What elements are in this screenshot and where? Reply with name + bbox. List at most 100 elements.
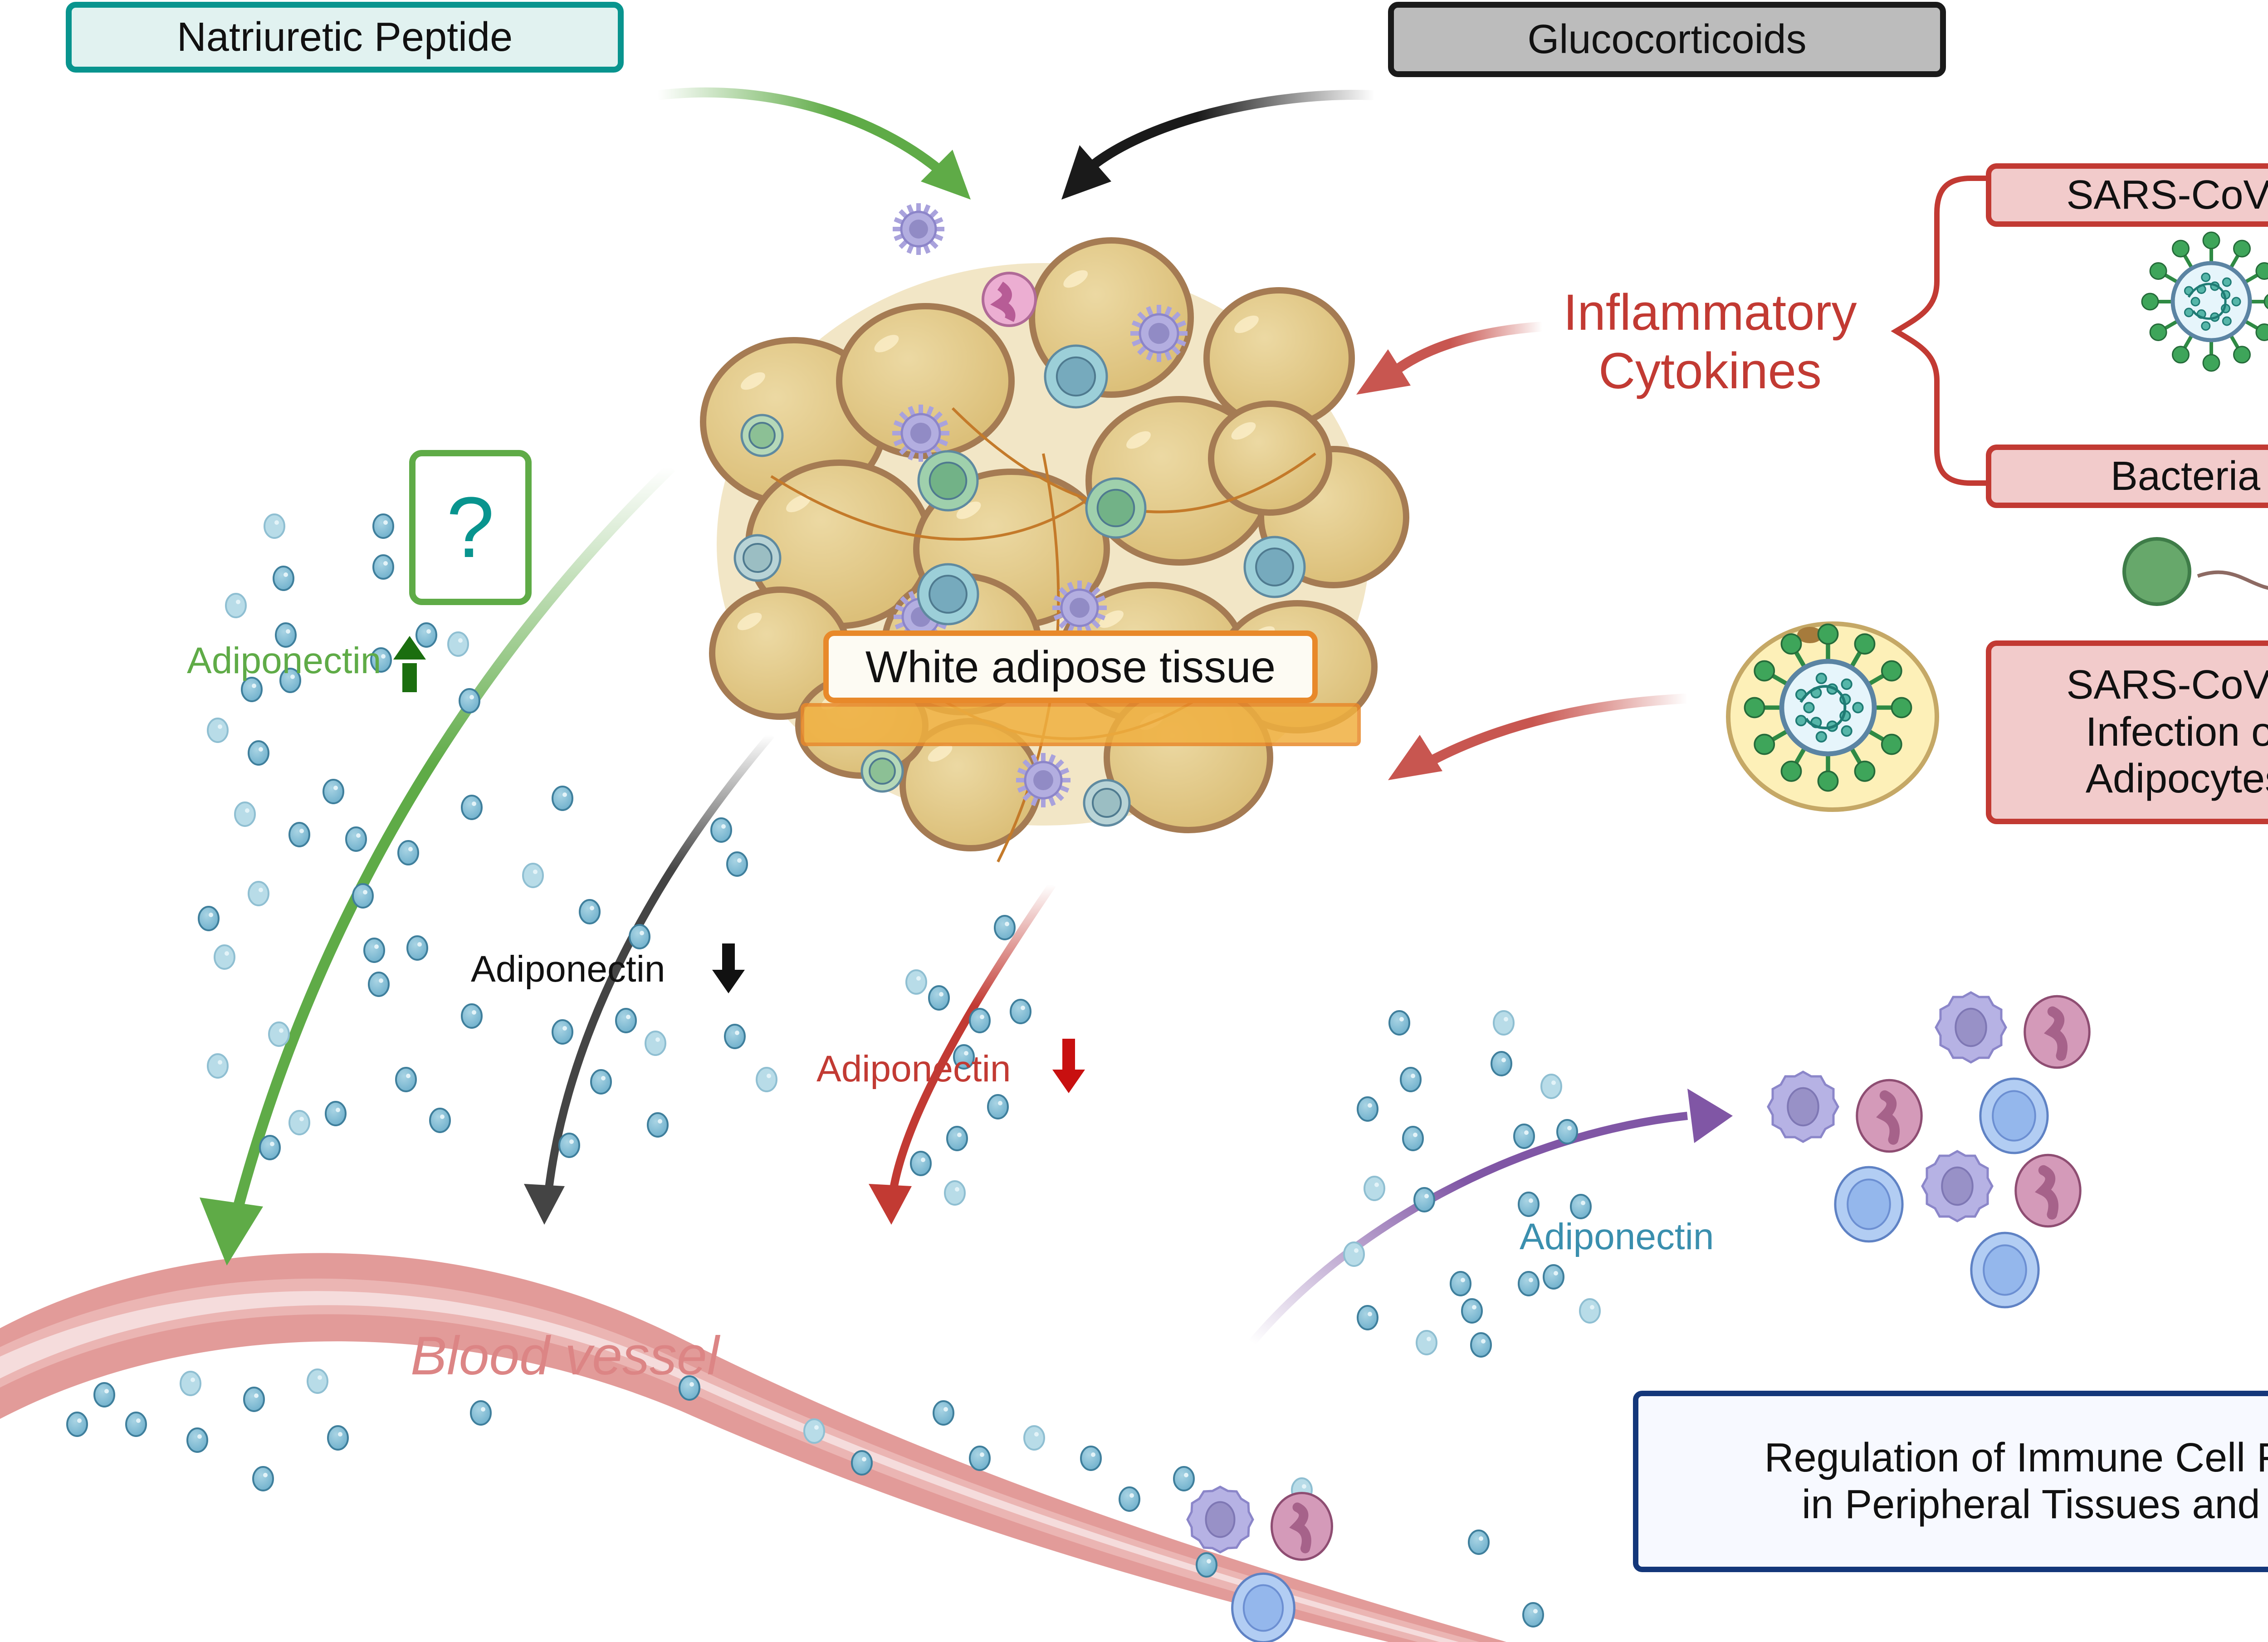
molecule-highlight [735,1031,739,1035]
molecule-highlight [1529,1198,1533,1203]
adiponectin-molecule [66,1412,88,1437]
adiponectin-molecule [1010,999,1031,1024]
molecule-highlight [381,654,386,659]
adiponectin-immune-arrow [1249,1112,1688,1345]
adiponectin-molecule [1493,1010,1515,1036]
molecule-highlight [626,1015,631,1019]
molecule-highlight [274,520,279,525]
molecule-highlight [458,638,463,643]
adiponectin-molecule [461,1003,483,1029]
molecule-highlight [1427,1337,1431,1341]
adiponectin-molecule [933,1400,954,1426]
adiponectin-molecule [552,786,573,811]
spike-head [2233,239,2251,258]
spike-head [2255,262,2268,280]
adiponectin-down-black-arrow [545,732,774,1189]
adiponectin-molecule [1513,1124,1535,1149]
molecule-highlight [299,829,304,833]
adiponectin-molecule [323,779,344,804]
adiponectin-molecule [994,915,1016,940]
bracket [1891,176,1987,486]
adiponectin-molecule [1119,1486,1140,1512]
molecule-highlight [980,1015,984,1019]
adiponectin-molecule [275,622,297,648]
spike-head [1754,660,1775,682]
adipocyte-highlight [956,501,981,519]
molecule-highlight [1529,1278,1533,1282]
rna-bead [2222,277,2232,287]
rna-bead [1841,678,1853,690]
molecule-highlight [998,1101,1002,1105]
molecule-highlight [1021,1006,1025,1010]
molecule-highlight [1207,1559,1211,1564]
lymphocyte-icon [1231,1572,1295,1642]
adiponectin-molecule [1491,1051,1512,1076]
molecule-highlight [417,942,422,947]
adiponectin-molecule [910,1151,932,1176]
coronavirus-in-adipocyte-icon [1744,623,1912,792]
adiponectin-molecule [969,1446,991,1471]
adiponectin-molecule [522,863,544,888]
adiponectin-molecule [953,1044,975,1070]
molecule-highlight [943,1407,948,1412]
adiponectin-up-arrowhead [200,1197,263,1266]
adiponectin-molecule [1461,1298,1483,1324]
adipocyte-highlight [786,494,811,513]
molecule-highlight [1567,1126,1572,1130]
molecule-highlight [658,1119,662,1124]
adiponectin-molecule [248,740,269,766]
adiponectin-molecule [1400,1067,1422,1092]
spike-head [1881,733,1902,755]
rna-bead [1852,702,1864,713]
label-shadow-bar [801,703,1361,746]
adiponectin-molecule [214,944,235,970]
adiponectin-molecule [93,1382,115,1407]
spike-head [2202,354,2220,372]
molecule-highlight [1129,1493,1134,1498]
molecule-highlight [286,629,290,634]
adiponectin-molecule [207,1053,229,1079]
adiponectin-immune-label: Adiponectin [1520,1216,1714,1257]
spike-head [1754,733,1775,755]
molecule-highlight [939,992,943,997]
adiponectin-molecule [1468,1530,1490,1555]
spike-head [1817,770,1839,792]
lymphocyte-icon [733,534,782,582]
molecule-highlight [469,695,474,699]
adiponectin-molecule [1023,1425,1045,1451]
molecule-highlight [1034,1432,1039,1437]
rna-bead [1815,731,1827,743]
white-adipose-tissue-label: White adipose tissue [865,641,1276,692]
adiponectin-molecule [679,1375,700,1401]
neutrophil-icon [1271,1492,1333,1561]
adiponectin-molecule [259,1135,281,1160]
adiponectin-molecule [851,1450,873,1476]
adiponectin-molecule [1080,1446,1102,1471]
arrow-up-icon [393,636,426,660]
adiponectin-molecule [969,1008,991,1033]
adiponectin-molecule [1570,1194,1592,1219]
molecule-highlight [236,600,240,604]
molecule-highlight [1091,1452,1095,1457]
molecule-highlight [379,978,383,983]
rna-bead [2190,297,2200,307]
molecule-highlight [254,1393,259,1398]
adiponectin-molecule [248,881,269,906]
molecule-highlight [270,1142,274,1146]
lymphocyte-icon [1083,779,1131,827]
coronavirus-icon [2141,231,2268,372]
rna-bead [2201,321,2211,331]
molecule-highlight [601,1076,606,1080]
spike-head [1744,697,1765,718]
cytokine-arrow [1384,322,1543,381]
adiponectin-molecule [905,969,927,995]
molecule-highlight [1424,1194,1429,1198]
molecule-highlight [1501,1058,1506,1062]
molecule-highlight [916,976,921,981]
adiponectin-molecules [66,513,1601,1627]
lymphocyte-icon [1970,1232,2040,1309]
molecule-highlight [1461,1278,1465,1282]
adiponectin-molecule [327,1425,349,1451]
adiponectin-molecule [1364,1176,1385,1201]
molecule-highlight [562,1026,567,1031]
